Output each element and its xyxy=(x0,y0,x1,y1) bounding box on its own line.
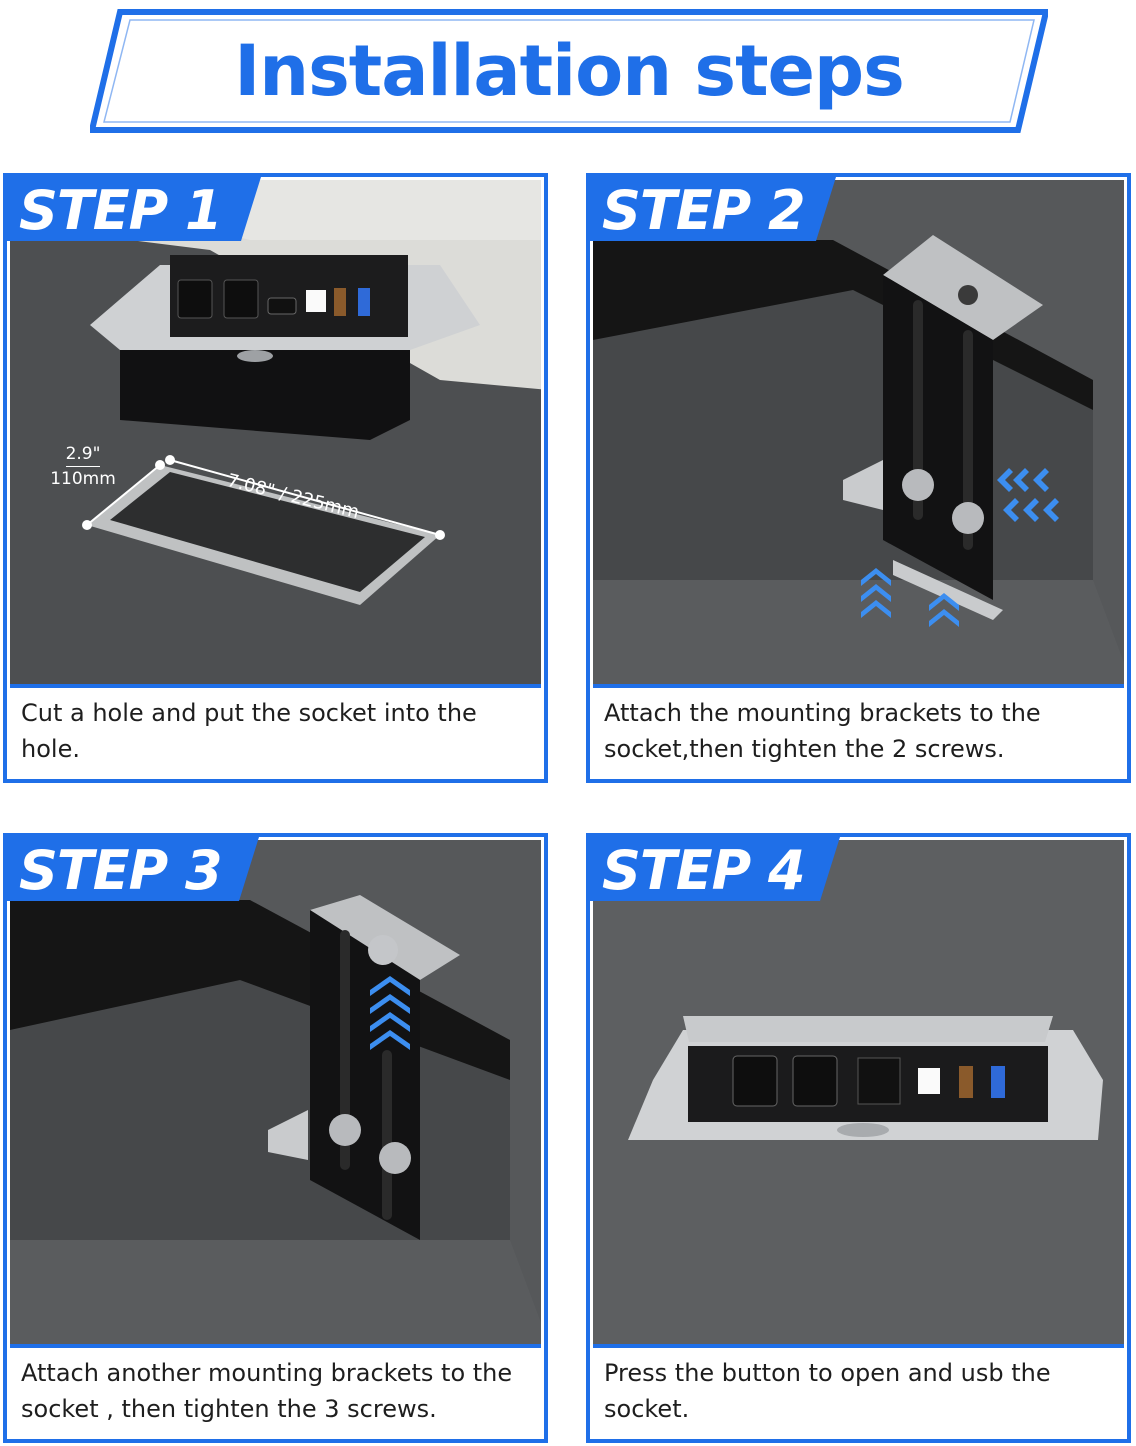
caption-divider xyxy=(593,1344,1124,1348)
step-4-caption: Press the button to open and usb the soc… xyxy=(604,1359,1051,1423)
step-2-illustration xyxy=(593,180,1124,684)
dimension-width-mm: 110mm xyxy=(50,469,116,489)
title-banner: Installation steps xyxy=(90,8,1048,134)
step-card-4: STEP 4 Press the button to open and usb … xyxy=(586,833,1131,1443)
step-1-label: STEP 1 xyxy=(19,179,223,242)
page-title: Installation steps xyxy=(234,30,905,112)
caption-divider xyxy=(10,684,541,688)
dimension-width-inches: 2.9" xyxy=(65,442,101,467)
step-1-illustration: 2.9" 110mm 7.08" / 225mm xyxy=(10,180,541,684)
step-3-caption: Attach another mounting brackets to the … xyxy=(21,1359,513,1423)
step-card-2: STEP 2 Attach the mounting brackets to t… xyxy=(586,173,1131,783)
step-2-caption: Attach the mounting brackets to the sock… xyxy=(604,699,1041,763)
step-3-illustration xyxy=(10,840,541,1344)
caption-divider xyxy=(10,1344,541,1348)
step-1-caption: Cut a hole and put the socket into the h… xyxy=(21,699,477,763)
step-3-label: STEP 3 xyxy=(19,839,223,902)
banner-frame xyxy=(90,9,1048,133)
dimension-width: 2.9" 110mm xyxy=(48,442,118,491)
step-card-3: STEP 3 Attach another mounting brackets … xyxy=(3,833,548,1443)
caption-divider xyxy=(593,684,1124,688)
step-2-label: STEP 2 xyxy=(602,179,806,242)
step-4-illustration xyxy=(593,840,1124,1344)
step-card-1: 2.9" 110mm 7.08" / 225mm STEP 1 Cut a ho… xyxy=(3,173,548,783)
step-4-label: STEP 4 xyxy=(602,839,806,902)
